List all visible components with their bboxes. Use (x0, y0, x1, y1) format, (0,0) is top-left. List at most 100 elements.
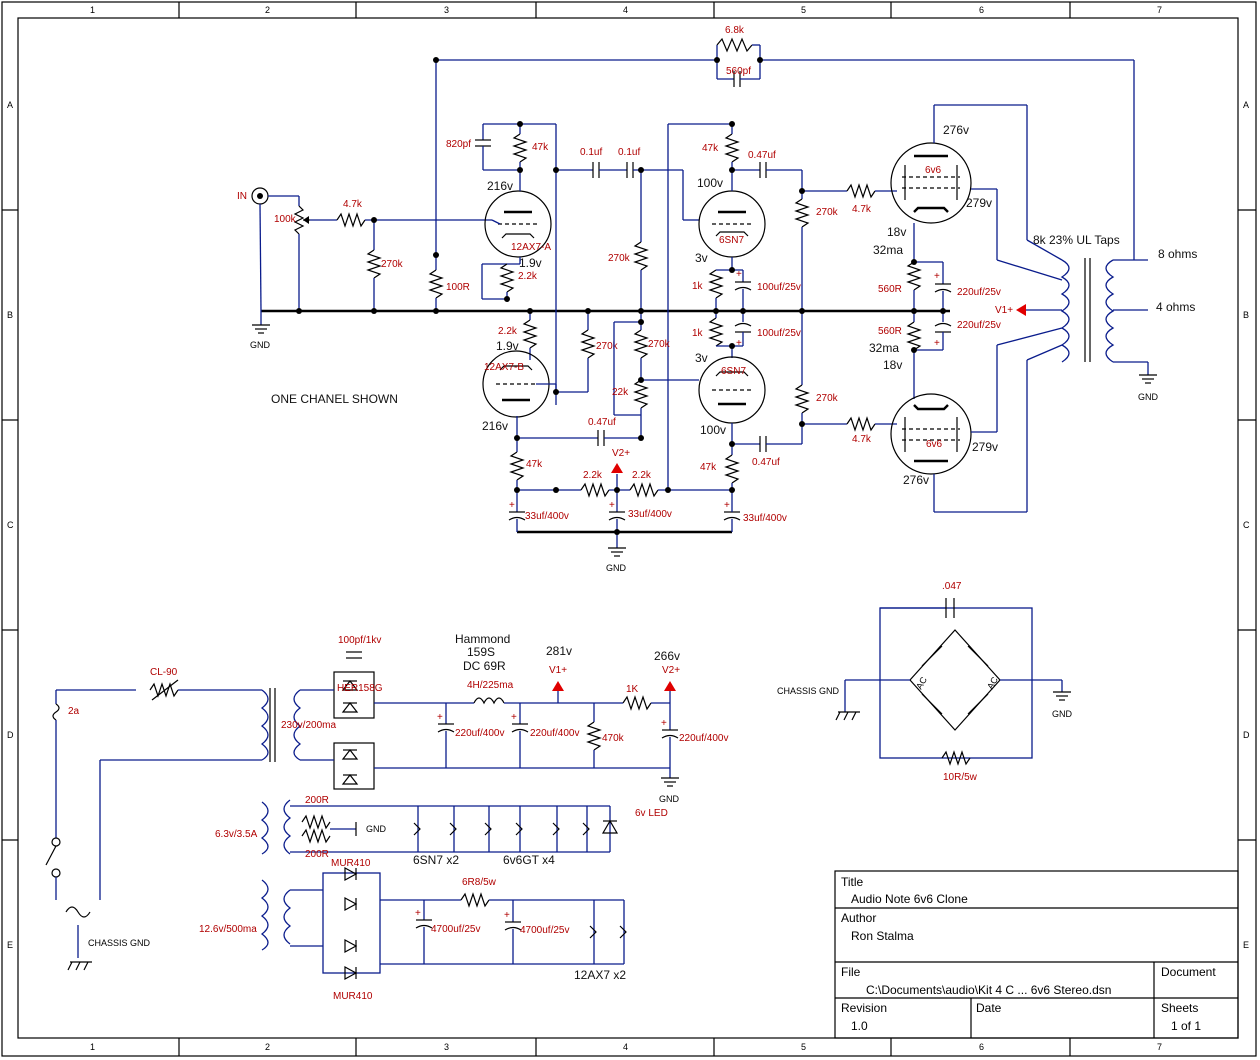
v2-rail-label: V2+ (612, 448, 630, 459)
v2a-plate-resistor-label: 47k (702, 143, 719, 154)
lv-primary-coil (260, 879, 269, 951)
v1a-plate-resistor (512, 133, 528, 163)
input-label: IN (237, 191, 247, 202)
feedback-resistor (716, 37, 753, 53)
decoupling-gnd-symbol (608, 532, 626, 557)
output-gnd-label: GND (1138, 392, 1159, 402)
file-label: File (841, 965, 861, 979)
lv-bridge-diodes (344, 866, 358, 981)
v2a-bypass-label: 100uf/25v (757, 282, 801, 293)
plus-sign: + (736, 269, 742, 280)
bleeder-resistor (586, 721, 602, 751)
psu-v2-label: V2+ (662, 665, 680, 676)
author-label: Author (841, 911, 876, 925)
heater-gnd-label: GND (366, 824, 387, 834)
tube-6v6-top (890, 142, 972, 224)
ground-lift-gnd-label: GND (1052, 709, 1073, 719)
v1a-820pf-label: 820pf (446, 139, 471, 150)
tube-6v6-bottom-label: 6v6 (926, 439, 943, 450)
tube-6sn7-b-label: 6SN7 (721, 366, 746, 377)
input-shunt-resistor (366, 249, 382, 279)
decoupling-resistor-right-label: 2.2k (632, 470, 652, 481)
psu-v2-marker (664, 681, 676, 691)
v1b-plate-resistor-label: 47k (526, 459, 543, 470)
power-supply-section: 2a CHASSIS GND CL-90 230v/200ma (45, 632, 729, 1002)
hum-resistor-bottom-label: 200R (305, 849, 329, 860)
choke-name: Hammond (455, 632, 510, 646)
input-resistor (336, 212, 366, 228)
v2b-cathode-voltage: 3v (695, 351, 708, 365)
hv-rectifier-label: HER158G (337, 683, 383, 694)
v2a-plate-voltage: 100v (697, 176, 723, 190)
coupling-cap-a-label: 0.1uf (580, 147, 602, 158)
mid-coupling-cap-label: 0.47uf (588, 417, 616, 428)
led-diode (601, 819, 619, 834)
v2b-bypass-cap (734, 322, 752, 327)
decoupling-cap-1 (508, 511, 526, 532)
row-label-left-d: D (7, 730, 14, 740)
feedback-capacitor-label: 560pf (726, 66, 751, 77)
bottom-output-grid-resistor-label: 270k (816, 393, 839, 404)
ground-lift-cap-label: .047 (942, 581, 962, 592)
inrush-thermistor-label: CL-90 (150, 667, 178, 678)
plus-sign: + (934, 271, 940, 282)
row-label-left-b: B (7, 310, 13, 320)
output-transformer-label: 8k 23% UL Taps (1033, 233, 1120, 247)
plus-sign: + (415, 908, 421, 919)
junction-dots (296, 57, 946, 535)
decoupling-resistor-left (580, 482, 610, 498)
mains-switch (45, 845, 57, 866)
row-label-right-b: B (1243, 310, 1249, 320)
amplifier-section: IN 100k 4.7k 270k 6.8k 560pf (237, 25, 1197, 573)
input-resistor-label: 4.7k (343, 199, 363, 210)
sheets-value: 1 of 1 (1171, 1019, 1201, 1033)
hum-resistor-top (301, 814, 331, 830)
lv-diode-bottom-label: MUR410 (333, 991, 373, 1002)
mains-fuse-label: 2a (68, 706, 80, 717)
row-label-left-a: A (7, 100, 13, 110)
col-label-bottom-6: 6 (979, 1042, 984, 1052)
coupling-cap-b-label: 0.1uf (618, 147, 640, 158)
plus-sign: + (509, 500, 515, 511)
input-jack (251, 187, 300, 312)
v2a-cathode-voltage: 3v (695, 251, 708, 265)
col-label-top-5: 5 (801, 5, 806, 15)
col-label-bottom-7: 7 (1157, 1042, 1162, 1052)
decoupling-cap-2-label: 33uf/400v (628, 509, 672, 520)
lv-cap-2-label: 4700uf/25v (520, 925, 570, 936)
v2b-plate-resistor (724, 454, 740, 484)
hv-cap-3-label: 220uf/400v (679, 733, 729, 744)
decoupling-cap-1-label: 33uf/400v (525, 511, 569, 522)
date-label: Date (976, 1001, 1002, 1015)
row-label-right-c: C (1243, 520, 1250, 530)
plus-sign: + (437, 712, 443, 723)
v2b-split-resistor-label: 22k (612, 387, 629, 398)
amp-gnd-label: GND (250, 340, 271, 350)
v2b-cathode-resistor (708, 317, 724, 347)
bleeder-label: 470k (602, 733, 625, 744)
plus-sign: + (724, 500, 730, 511)
psu-drop-resistor (622, 695, 652, 711)
lv-series-resistor-label: 6R8/5w (462, 877, 497, 888)
revision-value: 1.0 (851, 1019, 868, 1033)
psu-v1-marker (552, 681, 564, 691)
v1b-grid-resistor-label: 270k (596, 341, 619, 352)
tube-12ax7-b-label: 12AX7-B (484, 362, 524, 373)
top-output-grid-stopper-label: 4.7k (852, 204, 872, 215)
out-top-cathode-resistor-label: 560R (878, 284, 902, 295)
plus-sign: + (934, 338, 940, 349)
lv-secondary-coil (283, 889, 292, 945)
inrush-thermistor (149, 682, 179, 698)
feedback-cathode-resistor (428, 269, 444, 299)
out-bottom-screen-voltage: 276v (903, 473, 929, 487)
bottom-output-grid-resistor (794, 384, 810, 414)
row-label-left-e: E (7, 940, 13, 950)
top-output-coupling-cap-label: 0.47uf (748, 150, 776, 161)
col-label-top-4: 4 (623, 5, 628, 15)
out-top-bypass-label: 220uf/25v (957, 287, 1001, 298)
lv-filament-loads (589, 900, 627, 964)
v1-rail-label: V1+ (995, 305, 1013, 316)
hum-resistor-bottom (301, 828, 331, 844)
v1a-cathode-resistor-label: 2.2k (518, 271, 538, 282)
